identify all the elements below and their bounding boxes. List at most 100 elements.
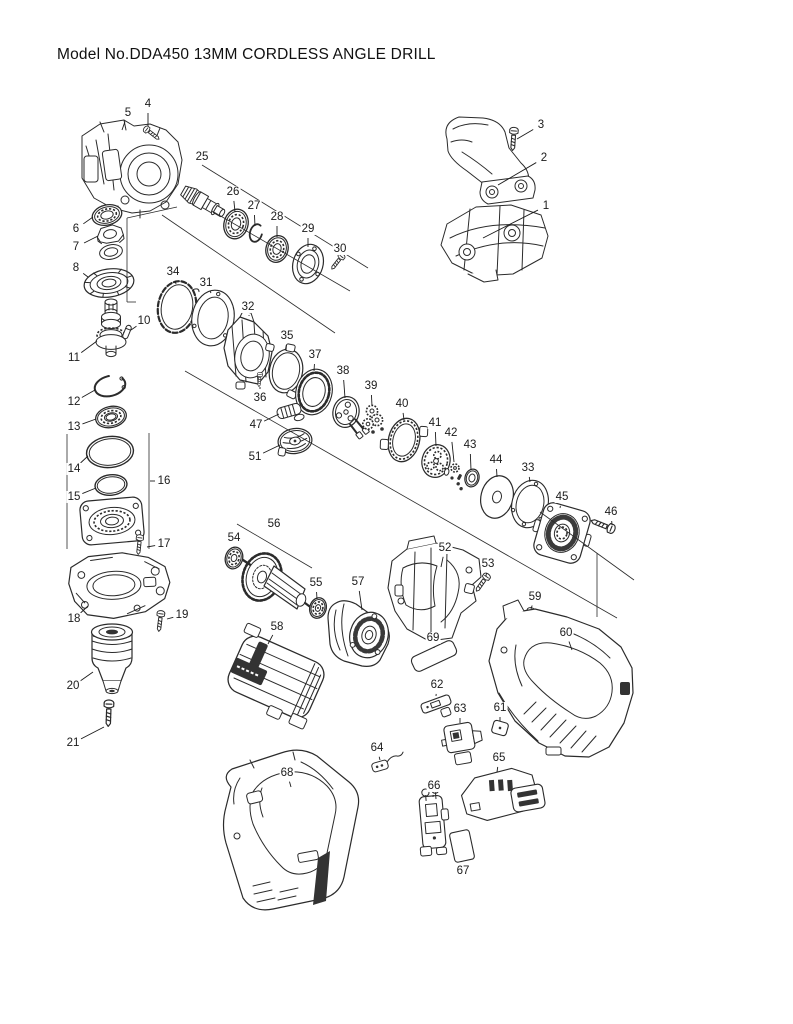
leader-line-20 <box>80 671 94 682</box>
leader-line-34 <box>174 280 177 285</box>
leader-line-12 <box>81 389 96 398</box>
part-5-drawing <box>81 119 183 219</box>
part-14-drawing <box>85 435 135 469</box>
leader-line-52 <box>440 556 444 568</box>
part-19-drawing <box>154 609 166 633</box>
part-58-drawing <box>227 622 325 730</box>
leader-line-8 <box>82 273 89 278</box>
construction-line <box>211 210 351 292</box>
part-18-drawing <box>68 552 171 619</box>
leader-line-41 <box>434 431 437 447</box>
leader-line-65 <box>496 766 499 773</box>
part-38-drawing <box>332 396 370 440</box>
leader-line-43 <box>469 453 472 471</box>
leader-line-33 <box>528 476 531 483</box>
part-60-drawing <box>488 599 634 758</box>
part-67-drawing <box>449 829 475 863</box>
part-42-drawing <box>450 463 462 481</box>
part-3-drawing <box>507 126 519 152</box>
part-10-drawing <box>122 324 132 340</box>
leader-line-64 <box>378 756 381 761</box>
leader-line-47 <box>263 413 280 422</box>
part-57-drawing <box>327 600 390 667</box>
leader-line-19 <box>166 616 174 620</box>
part-17-drawing <box>134 533 145 556</box>
leader-line-26 <box>233 200 236 213</box>
part-26-drawing <box>223 208 249 240</box>
leader-line-40 <box>402 412 405 421</box>
part-7-drawing <box>96 224 125 245</box>
leader-line-42 <box>451 441 455 463</box>
part-51-drawing <box>277 427 313 457</box>
leader-line-10 <box>130 325 137 331</box>
leader-line-53 <box>485 572 487 577</box>
part-13-drawing <box>95 405 127 429</box>
leader-line-14 <box>80 455 89 464</box>
construction-line <box>126 206 178 219</box>
part-11-drawing <box>95 298 127 358</box>
construction-line <box>184 370 618 619</box>
part-27-drawing <box>248 223 264 243</box>
page-title: Model No.DDA450 13MM CORDLESS ANGLE DRIL… <box>57 46 436 63</box>
leader-line-3 <box>516 129 534 140</box>
construction-line <box>236 523 313 569</box>
leader-line-68 <box>289 781 292 788</box>
part-44-drawing <box>480 475 514 519</box>
part-20-drawing <box>90 623 134 695</box>
leader-line-6 <box>83 216 94 225</box>
leader-line-13 <box>82 418 97 425</box>
leader-line-1 <box>482 209 539 239</box>
part-55-drawing <box>308 597 328 619</box>
part-12-drawing <box>93 374 127 398</box>
part-69-drawing <box>410 640 458 672</box>
part-35-drawing <box>268 343 304 400</box>
part-43-drawing <box>456 468 480 491</box>
part-65-drawing <box>460 767 546 821</box>
part-52-drawing <box>387 535 482 642</box>
part-30-drawing <box>328 251 347 272</box>
part-46-drawing <box>588 515 617 535</box>
leader-line-11 <box>80 340 98 354</box>
leader-line-59 <box>530 605 533 610</box>
leader-line-31 <box>209 290 212 294</box>
part-40-drawing <box>379 417 429 463</box>
part-1-drawing <box>440 204 549 283</box>
part-56-drawing <box>241 552 315 611</box>
part-6-drawing <box>91 203 123 227</box>
part-29-drawing <box>291 243 325 285</box>
part-16-drawing <box>79 496 145 546</box>
leader-line-18 <box>80 605 89 614</box>
part-62-drawing <box>420 694 452 718</box>
part-39-drawing <box>362 404 384 434</box>
part-2-drawing <box>445 116 536 205</box>
part-8-drawing <box>83 244 135 298</box>
leader-line-5 <box>121 121 126 131</box>
part-64-drawing <box>371 751 404 773</box>
part-61-drawing <box>491 719 509 737</box>
construction-line <box>539 511 635 581</box>
part-37-drawing <box>295 368 333 416</box>
construction-line <box>161 214 336 334</box>
leader-line-2 <box>497 162 537 186</box>
leader-line-27 <box>253 214 256 227</box>
part-31-drawing <box>191 289 235 347</box>
part-32-drawing <box>223 310 275 390</box>
part-41-drawing <box>421 444 451 478</box>
part-54-drawing <box>224 546 244 570</box>
leader-line-21 <box>80 726 105 740</box>
leader-line-58 <box>267 634 274 645</box>
part-68-drawing <box>222 749 360 911</box>
part-25-drawing <box>180 185 226 218</box>
leader-line-38 <box>343 379 346 399</box>
leader-line-51 <box>262 444 281 454</box>
leader-line-15 <box>82 487 97 495</box>
leader-line-7 <box>83 235 99 244</box>
part-21-drawing <box>102 699 115 728</box>
part-47-drawing <box>276 402 305 422</box>
leader-line-17 <box>146 545 156 548</box>
part-15-drawing <box>94 474 128 496</box>
leader-line-60 <box>568 641 573 651</box>
leader-line-39 <box>370 394 373 407</box>
